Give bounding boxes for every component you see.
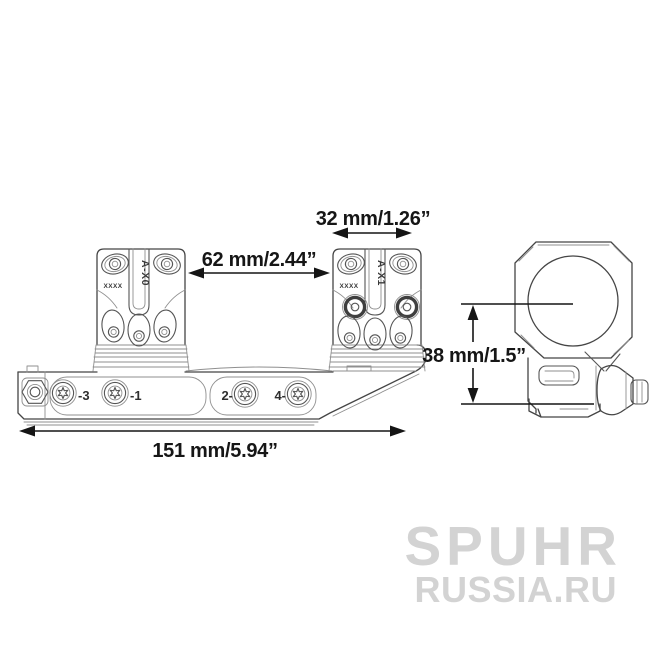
dimension-label-ring-width: 32 mm/1.26”	[316, 208, 431, 230]
dimension-label-overall-length: 151 mm/5.94”	[152, 440, 277, 462]
arrowhead-down	[467, 388, 479, 403]
clamp-body	[527, 351, 649, 418]
ring-slot	[152, 309, 177, 343]
arrowhead-left	[188, 267, 204, 279]
dimension-label-center-height: 38 mm/1.5”	[422, 345, 526, 367]
ring-slot	[388, 315, 413, 349]
screw-label: -3	[78, 388, 90, 403]
side-view: -3 -1 2- 4- XXXX A-X0	[17, 248, 427, 426]
end-view	[514, 241, 649, 418]
base-screw	[231, 380, 259, 408]
arrowhead-right	[314, 267, 330, 279]
ring-cap-screw	[150, 250, 184, 278]
screw-label: 4-	[274, 388, 286, 403]
watermark: SPUHR RUSSIA.RU	[404, 519, 617, 610]
ring-slot	[364, 318, 386, 350]
base-screw	[49, 379, 77, 407]
ring-marking-front: A-X0	[139, 260, 151, 286]
ring-marking-rear: A-X1	[375, 260, 387, 286]
interface-washer	[392, 292, 422, 322]
dimension-center-height: 38 mm/1.5”	[422, 303, 594, 405]
base-screw	[284, 380, 312, 408]
ring-cap-screw	[334, 250, 368, 278]
dimension-label-ring-spacing: 62 mm/2.44”	[202, 249, 317, 271]
front-ring-tower: XXXX A-X0	[92, 248, 190, 372]
serial-marking: XXXX	[340, 283, 359, 290]
base-screw	[101, 379, 129, 407]
scope-tube-bore	[527, 255, 619, 347]
ring-slot	[336, 315, 361, 349]
ring-cap-screw	[386, 250, 420, 278]
clamp-nut	[596, 364, 649, 416]
rail-claw	[528, 398, 601, 418]
hex-bolt	[21, 377, 49, 407]
arrowhead-up	[467, 305, 479, 320]
dimension-overall-length: 151 mm/5.94”	[19, 425, 406, 462]
watermark-site: RUSSIA.RU	[414, 569, 617, 610]
screw-label: 2-	[221, 388, 233, 403]
rear-ring-tower: XXXX A-X1	[328, 248, 426, 372]
serial-marking: XXXX	[104, 283, 123, 290]
ring-slot	[128, 314, 150, 346]
arrowhead-left	[19, 425, 35, 437]
ring-octagon	[514, 241, 633, 359]
dimension-ring-spacing: 62 mm/2.44”	[188, 249, 330, 279]
arrowhead-left	[332, 227, 348, 239]
arrowhead-right	[396, 227, 412, 239]
arrowhead-right	[390, 425, 406, 437]
ring-slot	[100, 309, 125, 343]
screw-label: -1	[130, 388, 142, 403]
dimension-ring-width: 32 mm/1.26”	[316, 208, 431, 239]
ring-cap-screw	[98, 250, 132, 278]
watermark-brand: SPUHR	[404, 515, 622, 577]
